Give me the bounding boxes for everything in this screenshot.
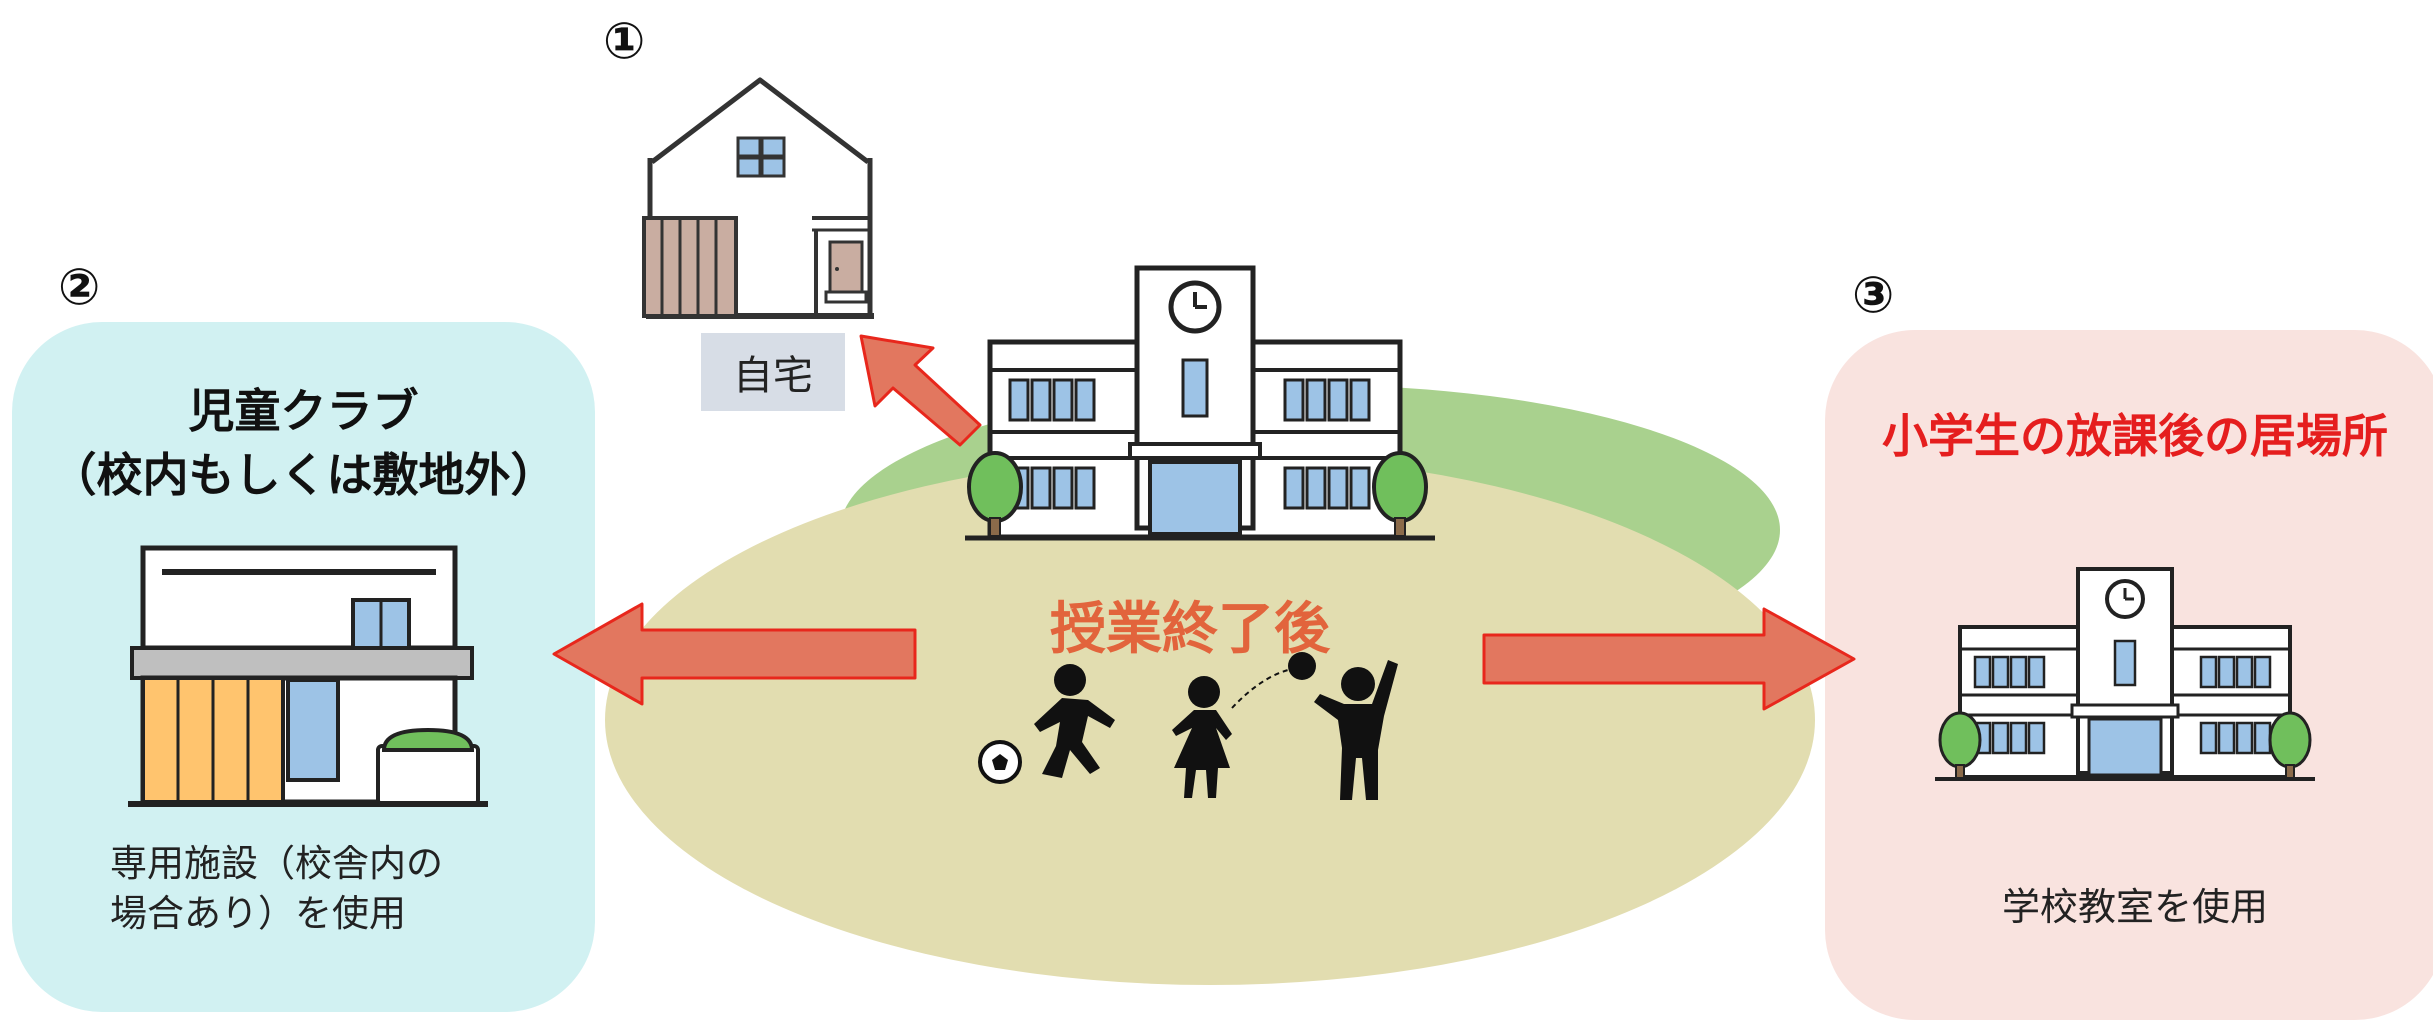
marker-home: ①: [603, 12, 646, 70]
club-desc-line1: 専用施設（校舎内の: [110, 842, 443, 885]
arrow-to-home: [859, 334, 982, 447]
home-label: 自宅: [701, 333, 845, 411]
house-icon: [642, 77, 874, 319]
children-playing-icon: [978, 652, 1398, 800]
marker-club: ②: [58, 258, 101, 316]
after-school-label: 授業終了後: [1050, 597, 1330, 662]
school-panel-title: 小学生の放課後の居場所: [1882, 409, 2388, 463]
marker-school: ③: [1852, 266, 1895, 324]
arrow-to-club: [552, 602, 917, 706]
school-panel-desc: 学校教室を使用: [2001, 885, 2268, 929]
club-building-icon: [128, 545, 488, 807]
school-classroom-icon: [1935, 567, 2315, 781]
club-title-line2: （校内もしくは敷地外）: [50, 448, 557, 502]
club-desc-line2: 場合あり）を使用: [110, 892, 406, 935]
arrow-to-school: [1482, 607, 1856, 711]
club-title-line1: 児童クラブ: [188, 384, 419, 438]
school-building-icon: [965, 265, 1435, 541]
